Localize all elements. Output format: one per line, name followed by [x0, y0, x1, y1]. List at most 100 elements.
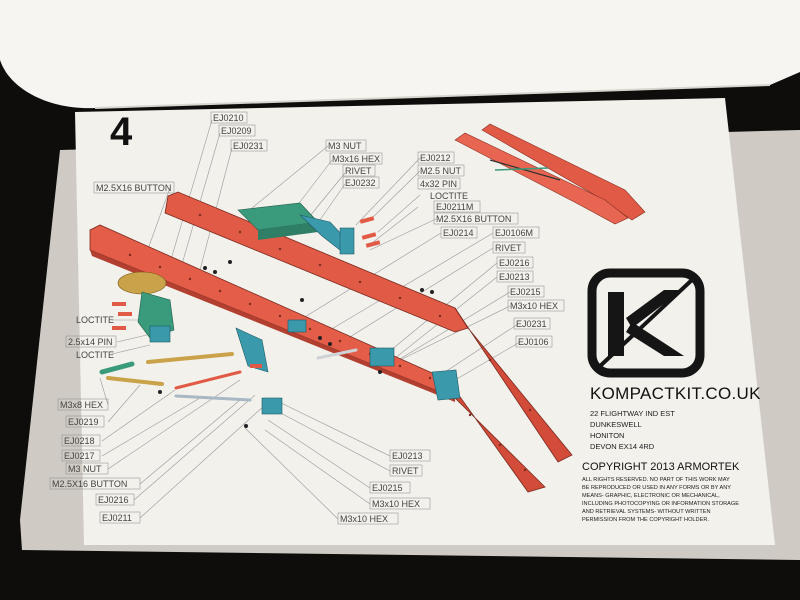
svg-text:EJ0215: EJ0215: [510, 287, 541, 297]
svg-text:M3x10 HEX: M3x10 HEX: [372, 499, 420, 509]
address-line: 22 FLIGHTWAY IND EST: [590, 409, 675, 418]
callout-9: 4x32 PIN: [417, 177, 461, 190]
callout-12: M2.5X16 BUTTON: [433, 212, 519, 225]
frame-inset-illustration: [454, 123, 646, 225]
svg-text:EJ0218: EJ0218: [64, 436, 95, 446]
svg-text:M2.5X16 BUTTON: M2.5X16 BUTTON: [436, 214, 511, 224]
curled-page: [0, 0, 800, 109]
svg-text:LOCTITE: LOCTITE: [76, 350, 114, 360]
svg-text:EJ0211M: EJ0211M: [436, 202, 473, 212]
frame-rail-rear: [164, 191, 573, 463]
callout-1: EJ0209: [218, 124, 256, 137]
svg-text:M3x10 HEX: M3x10 HEX: [510, 301, 558, 311]
svg-text:EJ0231: EJ0231: [233, 141, 264, 151]
nuts: [158, 260, 434, 428]
brand-address: 22 FLIGHTWAY IND EST DUNKESWELL HONITON …: [590, 408, 675, 452]
callout-7: EJ0212: [417, 151, 455, 164]
legal-line: ALL RIGHTS RESERVED. NO PART OF THIS WOR…: [582, 477, 730, 483]
svg-text:EJ0216: EJ0216: [98, 495, 129, 505]
callout-11: EJ0211M: [433, 200, 481, 213]
link-rods: [99, 348, 358, 402]
svg-text:M3x10 HEX: M3x10 HEX: [340, 514, 388, 524]
callout-34: EJ0213: [389, 449, 431, 462]
callout-26: M3x8 HEX: [57, 398, 109, 411]
copyright-notice: COPYRIGHT 2013 ARMORTEK: [582, 461, 740, 473]
brand-website: KOMPACTKIT.CO.UK: [590, 384, 761, 403]
address-line: DEVON EX14 4RD: [590, 442, 655, 451]
callout-13: EJ0214: [440, 226, 478, 239]
callout-18: EJ0215: [507, 285, 545, 298]
svg-text:M3x16 HEX: M3x16 HEX: [332, 154, 380, 164]
svg-text:M3 NUT: M3 NUT: [68, 464, 102, 474]
address-line: DUNKESWELL: [590, 420, 642, 429]
callout-30: M3 NUT: [65, 462, 109, 475]
legal-line: INCLUDING PHOTOCOPYING OR INFORMATION ST…: [582, 501, 739, 507]
callout-35: RIVET: [389, 464, 423, 477]
svg-text:EJ0212: EJ0212: [420, 153, 451, 163]
svg-text:M2.5X16 BUTTON: M2.5X16 BUTTON: [96, 183, 171, 193]
callout-14: EJ0106M: [492, 226, 540, 239]
svg-text:EJ0214: EJ0214: [443, 228, 474, 238]
svg-text:LOCTITE: LOCTITE: [76, 315, 114, 325]
svg-text:RIVET: RIVET: [392, 466, 419, 476]
callout-25: LOCTITE: [76, 350, 114, 360]
callout-labels: EJ0210 EJ0209 EJ0231 M3 NUT M3x16 HEX RI…: [49, 111, 565, 525]
callout-33: EJ0211: [99, 511, 141, 524]
svg-text:EJ0213: EJ0213: [392, 451, 423, 461]
svg-text:M2.5X16 BUTTON: M2.5X16 BUTTON: [52, 479, 127, 489]
legal-line: AND RETRIEVAL SYSTEMS- WITHOUT WRITTEN: [582, 509, 711, 515]
callout-2: EJ0231: [230, 139, 268, 152]
svg-text:2.5x14 PIN: 2.5x14 PIN: [68, 337, 113, 347]
callout-27: EJ0219: [65, 415, 105, 428]
callout-10: LOCTITE: [430, 191, 468, 201]
svg-text:EJ0219: EJ0219: [68, 417, 99, 427]
svg-text:RIVET: RIVET: [495, 243, 522, 253]
svg-text:LOCTITE: LOCTITE: [430, 191, 468, 201]
pins: [112, 216, 381, 368]
callout-32: EJ0216: [95, 493, 135, 506]
curl-shadow: [94, 84, 771, 109]
svg-text:EJ0215: EJ0215: [372, 483, 403, 493]
svg-text:4x32 PIN: 4x32 PIN: [420, 179, 457, 189]
callout-19: M3x10 HEX: [507, 299, 565, 312]
callout-0: EJ0210: [210, 111, 248, 124]
legal-line: BE REPRODUCED OR USED IN ANY FORMS OR BY…: [582, 485, 731, 491]
svg-text:EJ0231: EJ0231: [516, 319, 547, 329]
callout-29: EJ0217: [61, 449, 101, 462]
callout-17: EJ0213: [496, 270, 534, 283]
callout-38: M3x10 HEX: [337, 512, 399, 525]
callout-8: M2.5 NUT: [417, 164, 465, 177]
callout-15: RIVET: [492, 241, 526, 254]
svg-text:EJ0211: EJ0211: [102, 513, 132, 523]
callout-21: EJ0106: [515, 335, 553, 348]
kompactkit-logo: [587, 268, 705, 378]
callout-16: EJ0216: [496, 256, 534, 269]
svg-text:M2.5 NUT: M2.5 NUT: [420, 166, 462, 176]
svg-text:EJ0232: EJ0232: [345, 178, 376, 188]
svg-text:M3x8 HEX: M3x8 HEX: [60, 400, 103, 410]
svg-text:M3 NUT: M3 NUT: [328, 141, 362, 151]
svg-text:EJ0217: EJ0217: [64, 451, 95, 461]
address-line: HONITON: [590, 431, 625, 440]
callout-36: EJ0215: [369, 481, 411, 494]
brackets: [149, 319, 461, 415]
svg-text:EJ0216: EJ0216: [499, 258, 530, 268]
callout-37: M3x10 HEX: [369, 497, 431, 510]
callout-23: LOCTITE: [76, 315, 114, 325]
callout-24: 2.5x14 PIN: [65, 335, 117, 348]
svg-text:EJ0106: EJ0106: [518, 337, 549, 347]
svg-text:EJ0210: EJ0210: [213, 113, 244, 123]
svg-text:EJ0213: EJ0213: [499, 272, 530, 282]
step-number: 4: [110, 110, 133, 154]
callout-28: EJ0218: [61, 434, 101, 447]
callout-3: M3 NUT: [325, 139, 367, 152]
callout-20: EJ0231: [513, 317, 551, 330]
legal-line: MEANS- GRAPHIC, ELECTRONIC OR MECHANICAL…: [582, 493, 720, 499]
cross-member: [237, 202, 355, 255]
callout-22: M2.5X16 BUTTON: [93, 181, 175, 194]
legal-notice: ALL RIGHTS RESERVED. NO PART OF THIS WOR…: [582, 476, 739, 524]
svg-text:EJ0106M: EJ0106M: [495, 228, 533, 238]
callout-6: EJ0232: [342, 176, 380, 189]
svg-text:RIVET: RIVET: [345, 166, 372, 176]
